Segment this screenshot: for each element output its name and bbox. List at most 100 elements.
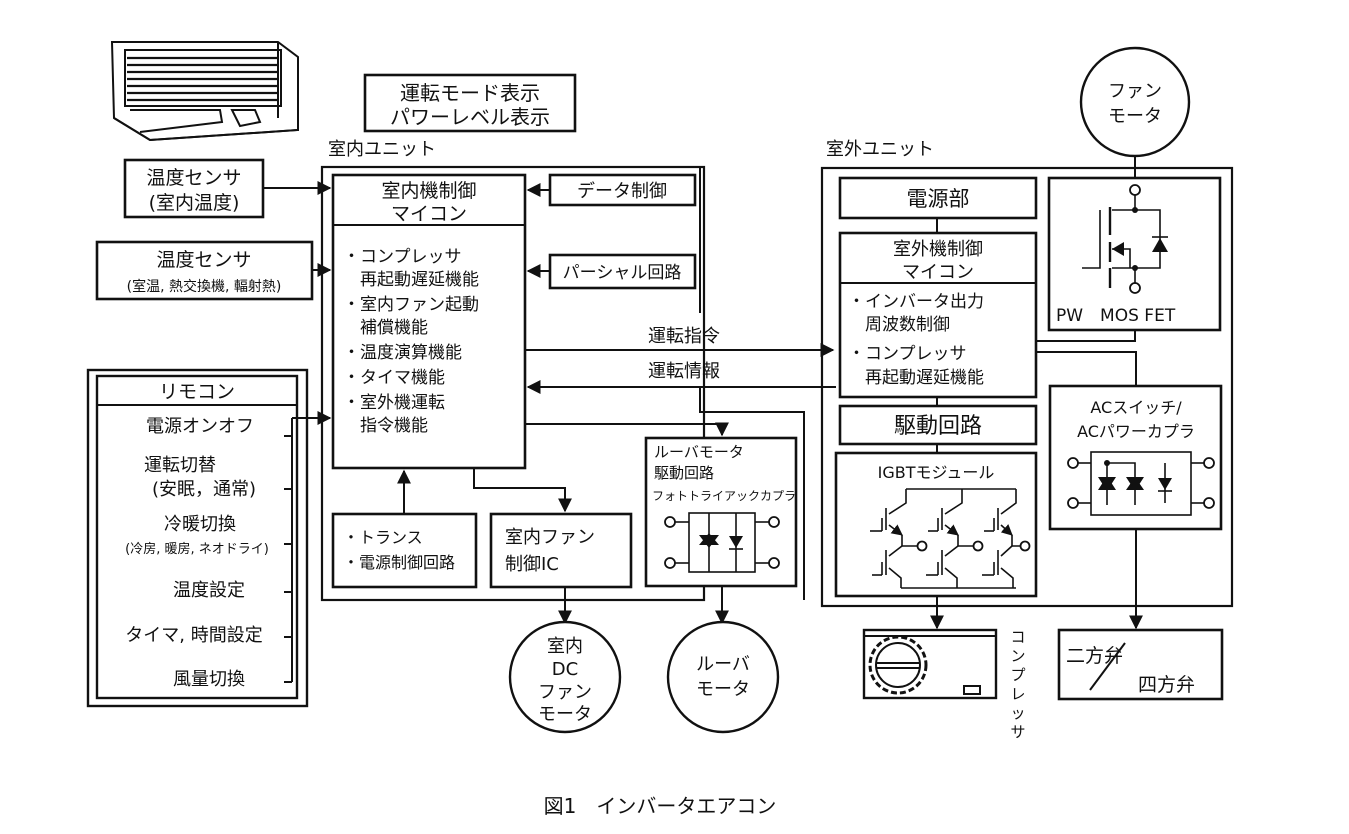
valve-box: 二方弁 四方弁 — [1057, 628, 1224, 701]
display-line2: パワーレベル表示 — [390, 105, 550, 129]
mosfet-icon — [1082, 184, 1168, 294]
indoor-unit-frame — [320, 165, 706, 602]
controller-to-fan-ic-arrow — [473, 468, 572, 513]
compressor-char: サ — [1010, 723, 1025, 741]
remote-title: リモコン — [159, 381, 235, 403]
outdoor-controller-title1: 室外機制御 — [893, 239, 983, 260]
indoor-controller: 室内機制御 マイコン ・コンプレッサ 再起動遅延機能 ・室内ファン起動 補償機能… — [331, 173, 527, 470]
ac-switch-line1: ACスイッチ/ — [1090, 398, 1182, 417]
indoor-fan-ic-box: 室内ファン 制御IC — [489, 512, 633, 589]
indoor-controller-title2: マイコン — [391, 203, 467, 225]
compressor-char: コ — [1010, 628, 1025, 646]
partial-circuit-box: パーシャル回路 — [548, 253, 697, 290]
louver-motor: ルーバ モータ — [666, 620, 780, 734]
drive-circuit-label: 駆動回路 — [894, 414, 982, 439]
louver-motor-line2: モータ — [696, 679, 750, 700]
outdoor-fan-motor: ファン モータ — [1079, 46, 1191, 158]
remote-item-heatcool: 冷暖切換 — [164, 514, 236, 535]
ac-switch-box: ACスイッチ/ ACパワーカプラ — [1048, 384, 1223, 531]
outdoor-unit-label: 室外ユニット — [826, 139, 934, 160]
figure-caption: 図1 インバータエアコン — [544, 794, 777, 818]
remote-item-power: 電源オンオフ — [146, 416, 254, 437]
outdoor-function: ・コンプレッサ — [848, 344, 967, 364]
fan-ic-line1: 室内ファン — [505, 527, 595, 548]
transformer-power-box: ・トランス ・電源制御回路 — [331, 512, 478, 589]
compressor-char: プ — [1010, 666, 1025, 684]
outdoor-fan-line1: ファン — [1108, 81, 1162, 102]
remote-item-heatcool-sub: (冷房, 暖房, ネオドライ) — [125, 541, 269, 557]
outdoor-function: ・インバータ出力 — [848, 292, 984, 312]
dc-fan-line1: 室内 — [547, 636, 583, 657]
temperature-sensor-multi: 温度センサ (室温, 熱交換機, 輻射熱) — [95, 240, 314, 301]
indoor-function: 再起動遅延機能 — [343, 270, 479, 290]
aircon-unit-illustration — [110, 41, 299, 142]
power-section-box: 電源部 — [838, 176, 1038, 220]
mosfet-label: PW MOS FET — [1056, 306, 1176, 326]
data-control-box: データ制御 — [548, 173, 697, 207]
louver-feed-line — [699, 387, 805, 600]
transformer-line1: ・トランス — [343, 528, 423, 547]
louver-driver-line3: フォトトライアックカプラ — [652, 489, 796, 503]
controller-to-acswitch-line — [1036, 351, 1137, 386]
display-box: 運転モード表示 パワーレベル表示 — [363, 73, 577, 133]
data-control-label: データ制御 — [577, 181, 667, 202]
indoor-dc-fan-motor: 室内 DC ファン モータ — [508, 620, 622, 734]
ac-switch-line2: ACパワーカプラ — [1077, 422, 1195, 441]
remote-item-temp: 温度設定 — [173, 580, 245, 601]
outdoor-function: 周波数制御 — [848, 315, 950, 335]
remote-item-mode: 運転切替 — [144, 455, 216, 476]
igbt-label: IGBTモジュール — [878, 463, 995, 482]
sensor1-line1: 温度センサ — [146, 167, 241, 189]
outdoor-unit-frame — [820, 166, 1234, 608]
louver-driver-line1: ルーバモータ — [654, 443, 744, 461]
outdoor-controller-title2: マイコン — [902, 262, 974, 283]
louver-driver-line2: 駆動回路 — [654, 464, 714, 482]
indoor-function: ・タイマ機能 — [343, 368, 445, 388]
outdoor-fan-line2: モータ — [1108, 106, 1162, 127]
controller-to-mosfet-line — [1036, 330, 1136, 342]
pw-mosfet-box: PW MOS FET — [1047, 176, 1222, 332]
sensor2-line1: 温度センサ — [156, 249, 251, 271]
dc-fan-line3: ファン — [538, 682, 592, 703]
indoor-function: ・コンプレッサ — [343, 247, 462, 267]
drive-circuit-box: 駆動回路 — [838, 404, 1038, 446]
indoor-function: ・室外機運転 — [343, 393, 445, 413]
sensor2-line2: (室温, 熱交換機, 輻射熱) — [127, 278, 282, 295]
power-section-label: 電源部 — [907, 187, 970, 211]
indoor-function: ・温度演算機能 — [343, 343, 462, 363]
remote-item-mode-sub: (安眠，通常) — [152, 479, 256, 500]
compressor-char: ッ — [1010, 704, 1025, 722]
remote-control-box: リモコン 電源オンオフ 運転切替 (安眠，通常) 冷暖切換 (冷房, 暖房, ネ… — [86, 368, 309, 708]
outdoor-function: 再起動遅延機能 — [848, 368, 984, 388]
partial-circuit-label: パーシャル回路 — [563, 263, 682, 283]
remote-item-timer: タイマ, 時間設定 — [125, 625, 262, 646]
valve-slash — [1089, 642, 1126, 691]
display-line1: 運転モード表示 — [400, 81, 540, 105]
remote-item-fanspeed: 風量切換 — [173, 669, 245, 690]
compressor-char: レ — [1010, 685, 1025, 703]
dc-fan-line4: モータ — [538, 704, 592, 725]
indoor-function: 指令機能 — [343, 416, 428, 436]
two-way-valve-label: 二方弁 — [1066, 645, 1123, 667]
controller-to-louver-arrow — [525, 422, 729, 437]
louver-driver-box: ルーバモータ 駆動回路 フォトトライアックカプラ — [644, 436, 798, 588]
sensor1-line2: (室内温度) — [149, 192, 240, 214]
louver-motor-line1: ルーバ — [696, 654, 750, 675]
dc-fan-line2: DC — [552, 659, 578, 680]
ac-power-coupler-icon — [1067, 451, 1215, 516]
igbt-module-box: IGBTモジュール — [834, 451, 1038, 598]
compressor-label: コ ン プ レ ッ サ — [1010, 628, 1025, 741]
compressor-char: ン — [1010, 647, 1025, 665]
signal-info-label: 運転情報 — [648, 361, 720, 382]
indoor-function: 補償機能 — [343, 318, 428, 338]
indoor-unit-label: 室内ユニット — [328, 139, 436, 160]
signal-command-label: 運転指令 — [648, 326, 720, 347]
fan-ic-line2: 制御IC — [505, 554, 559, 575]
indoor-function: ・室内ファン起動 — [343, 295, 479, 315]
transformer-line2: ・電源制御回路 — [343, 553, 455, 572]
phototriac-coupler-icon — [664, 512, 780, 573]
temperature-sensor-indoor: 温度センサ (室内温度) — [123, 158, 265, 219]
compressor-illustration — [862, 628, 998, 700]
outdoor-controller: 室外機制御 マイコン ・インバータ出力 周波数制御 ・コンプレッサ 再起動遅延機… — [838, 231, 1038, 399]
